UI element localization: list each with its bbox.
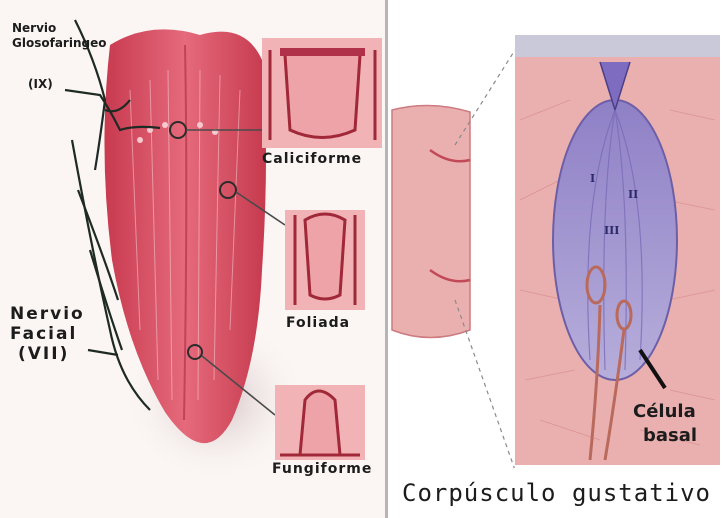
panel-divider: [385, 0, 388, 518]
nerve-vii-label-line2: Facial: [10, 325, 77, 344]
foliate-inset: [285, 210, 365, 310]
tissue-section: [392, 105, 470, 337]
circumvallate-label: Caliciforme: [262, 152, 362, 167]
basal-cell-label-line1: Célula: [633, 402, 696, 422]
cell-type-iii-label: III: [604, 224, 619, 237]
circumvallate-inset: [262, 38, 382, 148]
cell-type-ii-label: II: [628, 188, 638, 201]
taste-bud-title: Corpúsculo gustativo: [402, 480, 711, 506]
basal-cell-label-line2: basal: [643, 426, 697, 446]
taste-bud: [553, 100, 677, 380]
nerve-vii-label-line3: (VII): [18, 345, 69, 364]
nerve-ix-label-line3: (IX): [28, 78, 53, 91]
fungiform-label: Fungiforme: [272, 462, 372, 477]
nerve-ix-label-line1: Nervio: [12, 22, 56, 35]
surface-layer: [515, 35, 720, 57]
cell-type-i-label: I: [590, 172, 595, 185]
fungiform-inset: [275, 385, 365, 460]
foliate-label: Foliada: [286, 316, 350, 331]
nerve-vii-label-line1: Nervio: [10, 305, 85, 324]
nerve-ix-label-line2: Glosofaringeo: [12, 37, 106, 50]
